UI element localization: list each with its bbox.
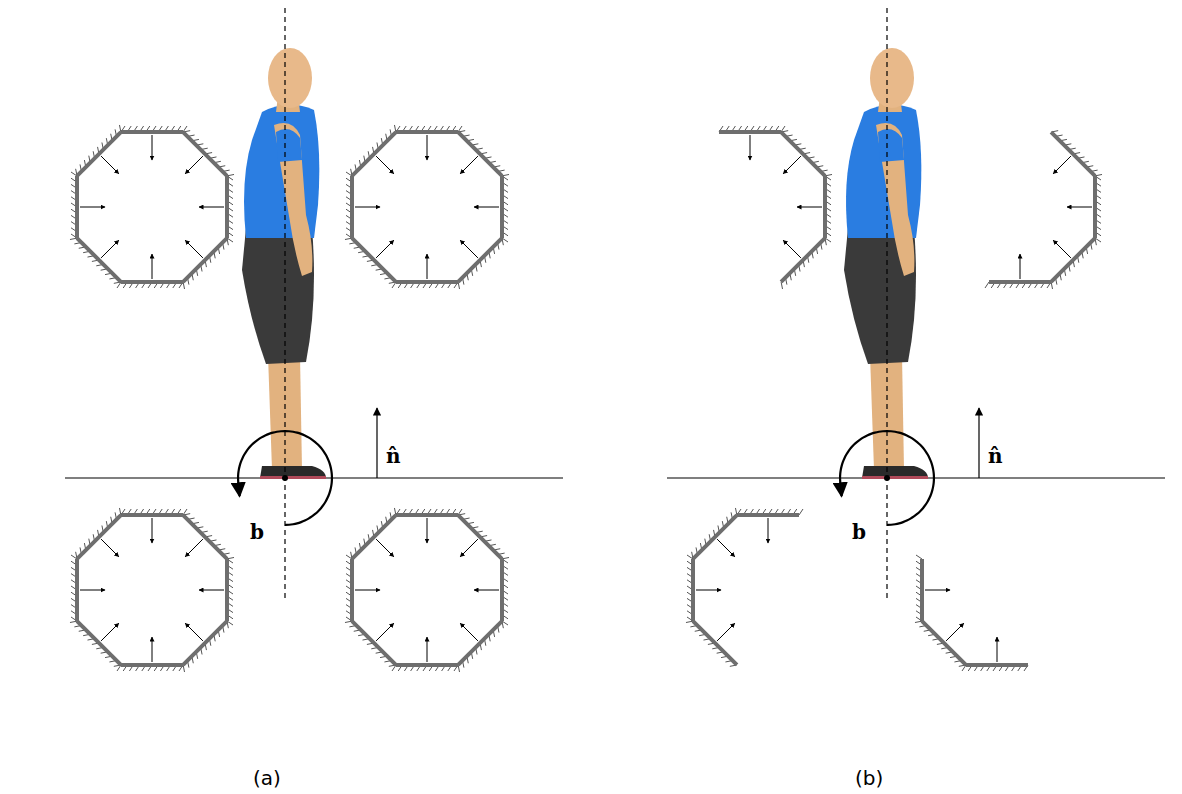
wall-constraint [117,254,183,288]
wall-constraint [962,637,1028,671]
wall-constraint [781,238,826,289]
panel-label: (b) [855,768,883,788]
wall-constraint [719,126,785,160]
wall-constraint [985,254,1051,288]
wall-constraint [183,131,234,176]
human-figure [844,48,928,479]
wall-constraint [351,125,396,176]
wall-constraint [70,621,121,666]
vertical-axis [284,8,285,600]
wall-constraint [687,555,721,621]
wall-constraint [458,621,503,672]
wall-constraint [915,621,966,666]
wall-constraint [199,176,233,242]
wall-constraint [1067,176,1101,242]
vertical-axis [886,8,887,600]
wall-constraint [1051,131,1102,176]
wall-constraint [76,508,121,559]
wall-constraint [458,131,509,176]
wall-constraint [392,254,458,288]
wall-constraint [396,126,462,160]
wall-constraint [345,621,396,666]
wall-constraint [458,238,503,289]
wall-constraint [797,176,831,242]
normal-label: n̂ [386,446,401,466]
wall-constraint [346,172,380,238]
wall-constraint [692,508,737,559]
contact-point [884,475,890,481]
wall-constraint [70,238,121,283]
wall-constraint [71,172,105,238]
normal-arrow [376,408,377,478]
contact-point [282,475,288,481]
wall-constraint [396,509,462,543]
wall-constraint [916,555,950,621]
wall-constraint [474,176,508,242]
wall-constraint [345,238,396,283]
wall-constraint [392,637,458,671]
wall-constraint [686,621,737,666]
wall-constraint [76,125,121,176]
wall-constraint [183,621,228,672]
wall-constraint [1051,238,1096,289]
normal-arrow [978,408,979,478]
wall-constraint [346,555,380,621]
wall-constraint [458,514,509,559]
point-label: b [250,522,264,542]
wall-constraint [71,555,105,621]
wall-constraint [183,238,228,289]
wall-constraint [351,508,396,559]
wall-constraint [737,509,803,543]
wall-constraint [474,559,508,625]
wall-constraint [117,637,183,671]
moment-arrow [238,431,332,525]
wall-constraint [121,509,187,543]
human-figure [242,48,326,479]
moment-arrow [840,431,934,525]
point-label: b [852,522,866,542]
wall-constraint [781,131,832,176]
wall-constraint [121,126,187,160]
normal-label: n̂ [988,446,1003,466]
panel-label: (a) [253,768,281,788]
wall-constraint [199,559,233,625]
wall-constraint [183,514,234,559]
